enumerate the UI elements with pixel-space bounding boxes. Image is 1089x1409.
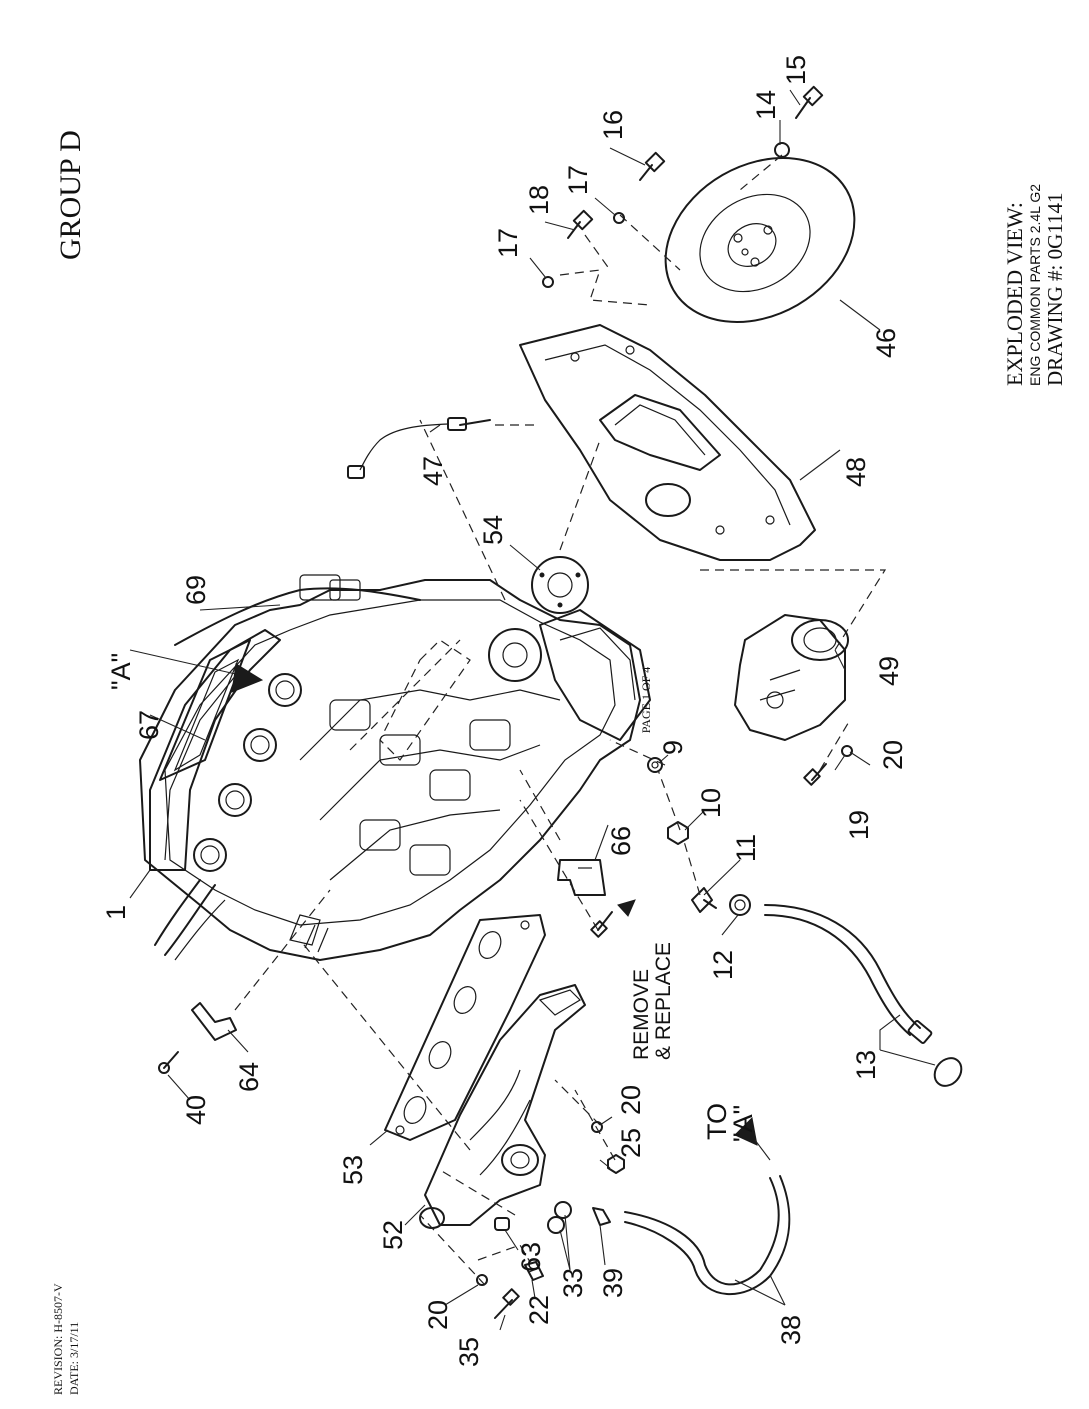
callout-12: 12 [708,950,738,980]
callout-17-lower: 17 [493,228,523,258]
callout-20-manifold: 20 [616,1085,646,1115]
remove-replace-line-2: & REPLACE [652,942,675,1060]
callout-66: 66 [606,826,636,856]
callout-46: 46 [871,328,901,358]
callout-49: 49 [874,656,904,686]
date-text: DATE: 3/17/11 [67,1322,81,1395]
callout-63: 63 [516,1242,546,1272]
view-a-arrow [130,650,262,692]
assembly-lines [235,155,885,1285]
callout-38: 38 [776,1315,806,1345]
group-title: GROUP D [54,130,87,260]
part-35-bolt [495,1289,519,1318]
callout-22: 22 [524,1295,554,1325]
part-20-washer-starter [842,746,852,756]
leader-lines [130,90,935,1330]
callout-17-upper: 17 [563,165,593,195]
callout-33: 33 [558,1268,588,1298]
callout-20-lower: 20 [423,1300,453,1330]
title-line-2: ENG COMMON PARTS 2.4L G2 [1027,184,1043,386]
part-18-bolt [568,211,592,238]
part-12-clamp [730,895,750,915]
part-63-plug [495,1218,509,1230]
part-16-bolt [640,153,664,180]
part-54-spacer [532,557,588,613]
callout-10: 10 [696,788,726,818]
part-64-bracket [192,1003,236,1040]
part-15-bolt [796,87,822,118]
callout-9: 9 [658,740,688,755]
callout-13: 13 [851,1050,881,1080]
callout-67: 67 [134,710,164,740]
part-39-elbow [593,1208,610,1225]
callout-14: 14 [751,90,781,120]
callout-64: 64 [234,1062,264,1092]
callout-54: 54 [478,515,508,545]
callout-40: 40 [181,1095,211,1125]
callout-16: 16 [598,110,628,140]
callout-1: 1 [101,905,131,920]
part-33-fittings [548,1202,571,1233]
view-a-label: "A" [106,653,136,690]
to-a-label-line-2: "A" [728,1105,758,1142]
part-52-exhaust-manifold [420,985,585,1228]
part-11-fitting [692,888,716,912]
part-9-washer [648,758,662,772]
part-20-washer-lower [592,1122,602,1132]
part-66-bracket [558,860,605,895]
callout-20-starter: 20 [878,740,908,770]
revision-text: REVISION: H-8507-V [51,1283,65,1395]
engine-block [140,575,650,960]
remove-replace-line-1: REMOVE [630,969,653,1060]
callout-19: 19 [844,810,874,840]
callout-47: 47 [418,456,448,486]
callout-69: 69 [181,575,211,605]
part-48-bell-housing [520,325,815,560]
callout-11: 11 [731,834,761,862]
callout-48: 48 [841,457,871,487]
part-14-washer [775,143,789,157]
part-38-hose [625,1176,789,1294]
remove-replace-bolt [591,900,635,937]
part-17-washer-lower [543,277,553,287]
part-49-starter [735,615,848,740]
callout-18: 18 [524,185,554,215]
callout-25: 25 [616,1128,646,1158]
callout-52: 52 [378,1220,408,1250]
callout-53: 53 [338,1155,368,1185]
callout-35: 35 [454,1337,484,1367]
title-line-1: EXPLODED VIEW: [1002,202,1027,386]
part-46-flex-plate [636,125,884,355]
part-19-bolt [804,764,826,785]
callout-39: 39 [598,1268,628,1298]
part-69-harness [175,588,420,645]
part-40-bolt [159,1052,178,1073]
part-20-washer-left [477,1275,487,1285]
callout-15: 15 [781,55,811,85]
title-line-3: DRAWING #: 0G1141 [1043,192,1067,386]
